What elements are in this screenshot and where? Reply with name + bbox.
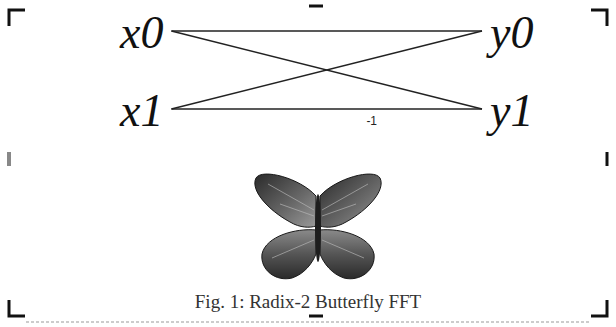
signal-name: y1 bbox=[490, 88, 533, 134]
signal-name: x0 bbox=[120, 10, 163, 56]
signal-node: x0 bbox=[116, 8, 167, 58]
signal-name: y0 bbox=[490, 10, 533, 56]
butterfly-line bbox=[171, 108, 482, 110]
signal-node: y1 bbox=[486, 86, 537, 136]
butterfly-line bbox=[171, 31, 482, 109]
signal-node: x1 bbox=[116, 86, 167, 136]
butterfly-illustration bbox=[255, 174, 381, 279]
dashed-border bbox=[26, 322, 590, 323]
edge-weight: -1 bbox=[364, 115, 379, 127]
figure-caption: Fig. 1: Radix-2 Butterfly FFT bbox=[0, 292, 616, 313]
butterfly-line bbox=[171, 30, 482, 32]
selection-brackets bbox=[9, 6, 607, 316]
butterfly-line bbox=[171, 31, 482, 109]
signal-node: y0 bbox=[486, 8, 537, 58]
signal-name: x1 bbox=[120, 88, 163, 134]
